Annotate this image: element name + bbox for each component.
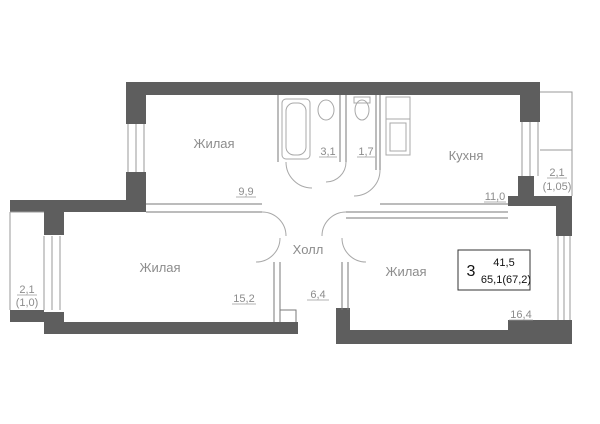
room-labels: Жилая 9,9 3,1 1,7 Кухня 11,0 Жилая 15,2 … bbox=[139, 136, 533, 321]
exterior-walls bbox=[10, 82, 572, 344]
balcony-left-reduced-area: (1,0) bbox=[16, 297, 39, 309]
windows bbox=[43, 122, 571, 320]
room-name-kitchen: Кухня bbox=[449, 148, 484, 163]
room-name-hall: Холл bbox=[293, 242, 324, 257]
balcony-kitchen-area: 2,1 bbox=[549, 167, 564, 179]
door-swings bbox=[255, 161, 381, 263]
room-name-living-2: Жилая bbox=[139, 260, 180, 275]
balcony-kitchen-reduced-area: (1,05) bbox=[543, 181, 572, 193]
summary-total-area: 65,1(67,2) bbox=[481, 274, 531, 286]
room-area-hall: 6,4 bbox=[310, 289, 325, 301]
bathroom-fixtures bbox=[281, 96, 371, 160]
room-name-living-3: Жилая bbox=[385, 264, 426, 279]
summary-living-area: 41,5 bbox=[493, 257, 514, 269]
room-area-kitchen: 11,0 bbox=[485, 191, 506, 203]
balcony-left-area: 2,1 bbox=[19, 284, 34, 296]
kitchen-fixtures bbox=[385, 96, 411, 156]
summary-rooms-count: 3 bbox=[467, 263, 476, 280]
room-area-living-3: 16,4 bbox=[510, 309, 531, 321]
area-summary-box: 3 41,5 65,1(67,2) bbox=[457, 249, 531, 291]
room-area-living-1: 9,9 bbox=[238, 186, 253, 198]
balcony-outlines bbox=[9, 91, 573, 310]
interior-partitions bbox=[146, 95, 508, 322]
room-area-bath: 3,1 bbox=[320, 146, 335, 158]
room-name-living-1: Жилая bbox=[193, 136, 234, 151]
room-area-wc: 1,7 bbox=[358, 146, 373, 158]
room-area-living-2: 15,2 bbox=[233, 293, 254, 305]
balcony-labels: 2,1 (1,05) 2,1 (1,0) bbox=[16, 167, 572, 309]
